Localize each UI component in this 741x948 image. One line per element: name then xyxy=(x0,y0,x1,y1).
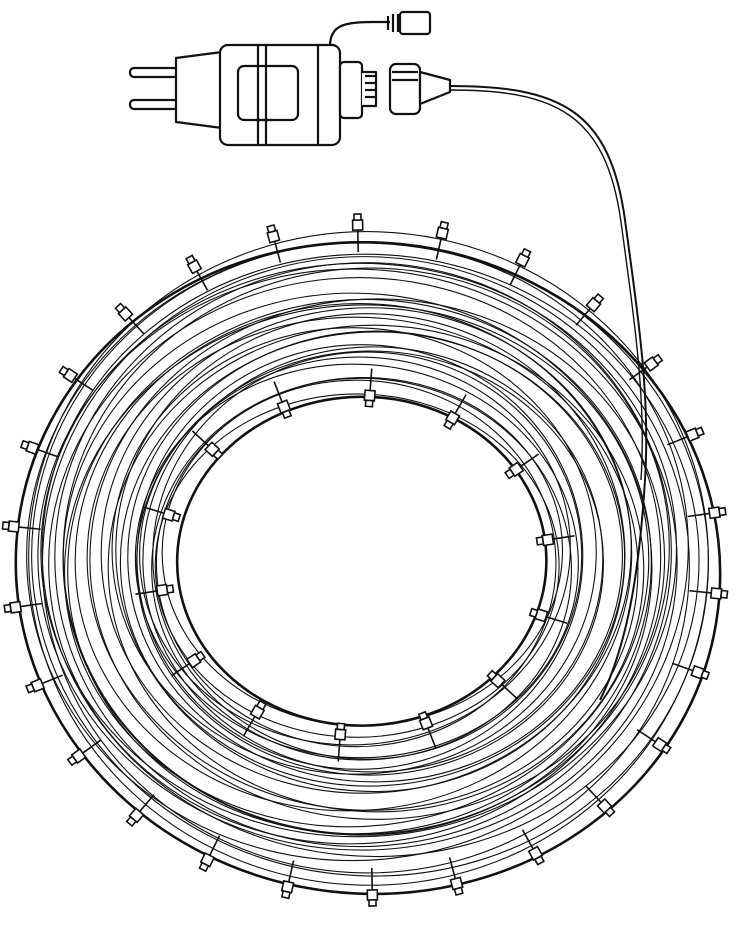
wire-loop xyxy=(40,262,678,838)
wire-loop xyxy=(41,256,690,874)
led-bulb xyxy=(585,785,616,818)
led-bulb xyxy=(689,587,729,600)
wire-loop xyxy=(107,324,645,813)
led-bulb xyxy=(351,213,364,253)
led-bulb xyxy=(575,292,605,326)
lead-connector-nose xyxy=(418,70,452,106)
led-bulb xyxy=(435,220,450,260)
wire-loop xyxy=(155,379,557,748)
lead-cable xyxy=(449,85,648,701)
led-bulb xyxy=(125,794,155,828)
wire-loop xyxy=(67,298,652,835)
led-bulb xyxy=(135,583,175,597)
light-string-coil xyxy=(14,231,722,896)
wire-loop xyxy=(154,393,560,738)
plug-body xyxy=(174,50,224,130)
led-bulb xyxy=(198,835,221,873)
adapter-cable-boot xyxy=(338,60,364,120)
wire-loop xyxy=(28,231,709,886)
led-bulb xyxy=(185,254,209,291)
wire-loop xyxy=(152,351,583,760)
led-bulb xyxy=(535,533,575,547)
wire-loop xyxy=(89,298,666,820)
wire-loop xyxy=(111,327,597,775)
led-bulb xyxy=(25,674,63,694)
led-bulb xyxy=(667,426,705,446)
wire-loop xyxy=(74,303,633,812)
led-bulb xyxy=(19,439,59,458)
led-bulb xyxy=(243,699,267,736)
led-bulb xyxy=(171,650,206,677)
wire-loop xyxy=(134,363,579,759)
led-bulb xyxy=(266,223,282,263)
cable-connector xyxy=(398,10,432,36)
wire-loop xyxy=(127,330,623,783)
led-bulb xyxy=(448,857,464,897)
led-bulb xyxy=(636,728,672,755)
led-bulb xyxy=(273,381,293,420)
led-bulb xyxy=(443,394,467,431)
led-bulb xyxy=(363,368,376,408)
power-adapter xyxy=(128,10,648,701)
plug-pin-bottom xyxy=(128,98,180,111)
wire-loop xyxy=(139,356,571,746)
wire-loop xyxy=(48,277,662,845)
wire-loop xyxy=(161,376,564,727)
led-bulb xyxy=(142,506,182,523)
led-bulb xyxy=(486,669,519,700)
wire-loop xyxy=(115,313,626,793)
led-bulb xyxy=(671,662,711,681)
led-bulb xyxy=(191,430,224,461)
led-bulb xyxy=(509,247,532,285)
led-bulb xyxy=(521,829,545,866)
led-bulbs xyxy=(1,213,729,907)
adapter-output-cable xyxy=(328,20,390,47)
led-bulb xyxy=(280,860,295,900)
wire-loop xyxy=(100,307,632,794)
wire-loop xyxy=(41,253,700,858)
led-bulb xyxy=(366,867,379,907)
led-bulb xyxy=(334,722,347,762)
led-bulb xyxy=(628,353,664,381)
led-bulb xyxy=(504,453,539,480)
wire-loop xyxy=(86,316,639,811)
wire-loop xyxy=(136,350,604,776)
plug-pin-top xyxy=(128,66,180,79)
wire-loop xyxy=(136,344,584,770)
led-bulb xyxy=(114,302,145,335)
led-bulb xyxy=(3,600,43,614)
wire-loop xyxy=(37,268,678,851)
led-bulb xyxy=(58,365,94,392)
wire-loop xyxy=(151,377,573,761)
led-bulb xyxy=(1,520,41,533)
led-bulb xyxy=(417,710,437,749)
led-bulb xyxy=(66,739,102,767)
led-bulb xyxy=(528,607,568,624)
adapter-label-area xyxy=(236,64,300,122)
led-bulb xyxy=(687,506,727,520)
